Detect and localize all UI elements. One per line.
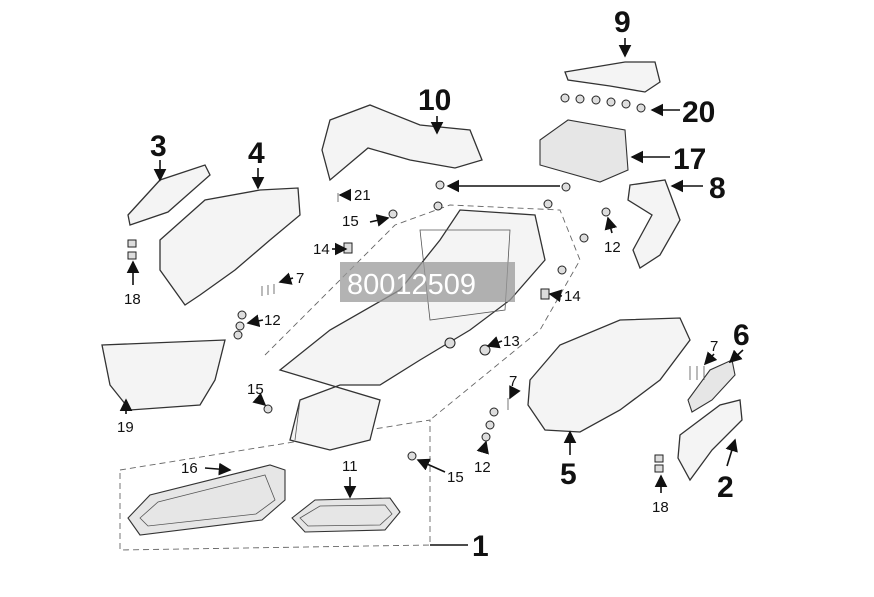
callout-labels: 9 10 20 3 4 17 8 21 15 12 14 7 14 18 12 … [117, 6, 750, 563]
part-2 [677, 399, 743, 482]
callout-14a: 14 [313, 241, 330, 258]
part-5 [527, 317, 691, 433]
part-20-screws [560, 93, 646, 113]
callout-1: 1 [472, 530, 489, 563]
part-19 [101, 339, 226, 411]
callout-16: 16 [181, 460, 198, 477]
callout-6: 6 [733, 319, 750, 352]
callout-13: 13 [503, 333, 520, 350]
watermark-text: 80012509 [347, 269, 476, 301]
callout-2: 2 [717, 471, 734, 504]
callout-12c: 12 [474, 459, 491, 476]
group-outline-1 [119, 419, 431, 551]
part-10 [321, 104, 483, 182]
callout-12a: 12 [604, 239, 621, 256]
callout-15c: 15 [447, 469, 464, 486]
leader-arrows [119, 38, 744, 546]
callout-15a: 15 [342, 213, 359, 230]
part-17 [539, 119, 629, 183]
part-11-seal [291, 497, 401, 533]
part-8 [627, 179, 681, 269]
callout-20: 20 [682, 96, 715, 129]
callout-3: 3 [150, 130, 167, 163]
callout-9: 9 [614, 6, 631, 39]
callout-4: 4 [248, 137, 265, 170]
callout-7a: 7 [296, 270, 304, 287]
callout-11: 11 [342, 458, 358, 475]
watermark: 80012509 [340, 262, 515, 302]
callout-18b: 18 [652, 499, 669, 516]
part-4 [159, 187, 301, 306]
callout-19: 19 [117, 419, 134, 436]
part-9 [564, 61, 661, 93]
callout-7b: 7 [710, 338, 718, 355]
callout-21: 21 [354, 187, 371, 204]
callout-5: 5 [560, 458, 577, 491]
callout-14b: 14 [564, 288, 581, 305]
callout-17: 17 [673, 143, 706, 176]
callout-15b: 15 [247, 381, 264, 398]
fasteners [127, 180, 705, 473]
callout-8: 8 [709, 172, 726, 205]
callout-18a: 18 [124, 291, 141, 308]
group-outline-frame [264, 204, 581, 421]
callout-7c: 7 [509, 373, 517, 390]
callout-12b: 12 [264, 312, 281, 329]
callout-10: 10 [418, 84, 451, 117]
part-6 [687, 359, 736, 413]
part-16-seal [127, 464, 286, 536]
